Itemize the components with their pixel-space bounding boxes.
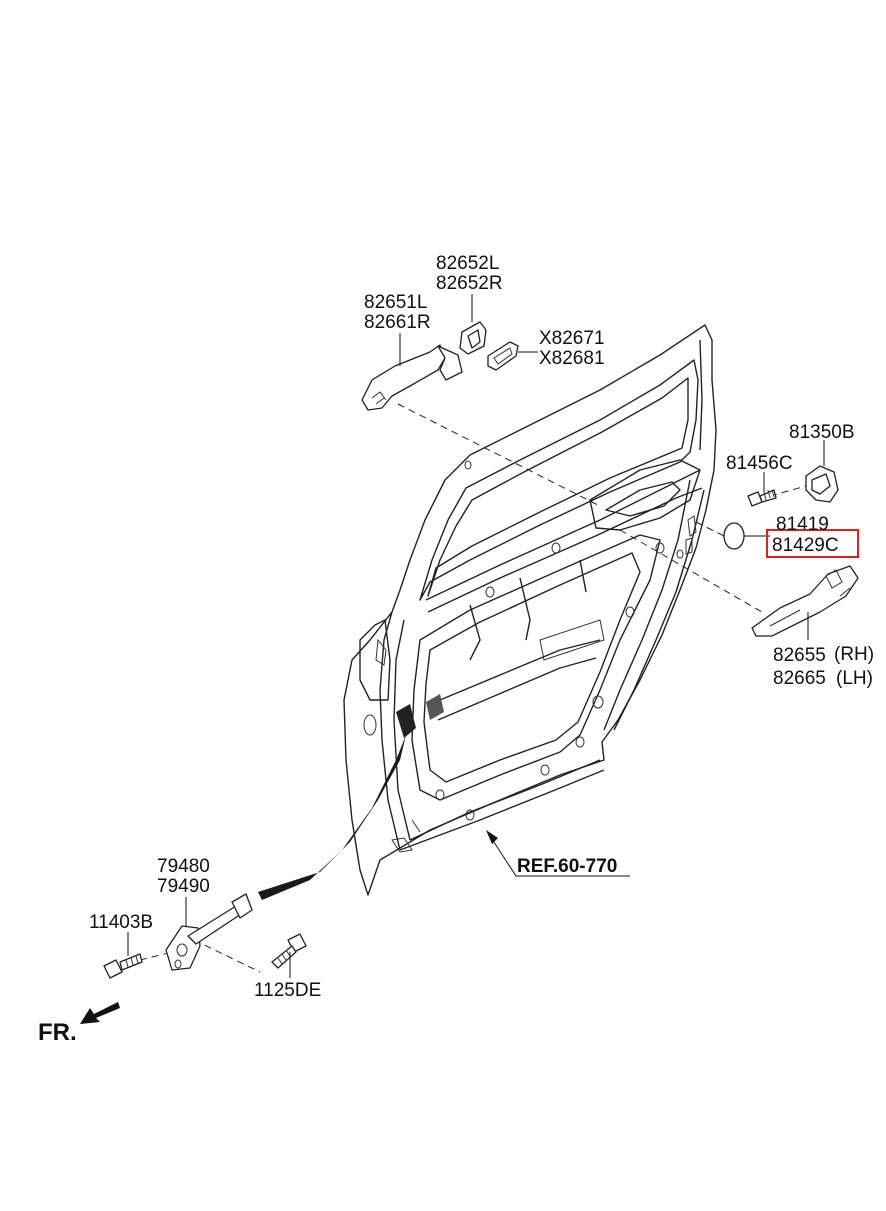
side-label-lh: (LH) [836, 668, 873, 689]
lock-cap-part [723, 522, 770, 550]
bolt-part [271, 933, 307, 978]
gasket-part [487, 341, 538, 371]
bolt-part [103, 932, 143, 979]
reference-arrow [486, 830, 630, 877]
reference-label: REF.60-770 [517, 856, 617, 877]
part-number-81419: 81419 [776, 514, 829, 535]
inside-handle-part [751, 565, 859, 640]
part-number-x82681: X82681 [539, 348, 605, 369]
part-number-81456c: 81456C [726, 453, 793, 474]
front-direction-arrow [80, 1002, 120, 1024]
part-number-82665: 82665 [773, 668, 826, 689]
part-labels: 82652L 82652R 82651L 82661R X82671 X8268… [38, 253, 874, 1046]
front-direction-label: FR. [38, 1019, 77, 1046]
part-number-11403b: 11403B [89, 912, 153, 933]
assembly-dashed-lines [139, 403, 807, 973]
part-number-81429c: 81429C [772, 535, 839, 556]
part-number-1125de: 1125DE [254, 980, 321, 1001]
part-number-81350b: 81350B [789, 422, 855, 443]
part-number-x82671: X82671 [539, 328, 605, 349]
screw-part [747, 472, 777, 507]
part-number-79490: 79490 [157, 876, 210, 897]
highlight-box [766, 529, 859, 558]
rear-door-panel [343, 324, 717, 896]
outside-handle-part [361, 333, 463, 411]
part-number-82655: 82655 [773, 645, 826, 666]
part-number-82661r: 82661R [364, 312, 431, 333]
part-number-79480: 79480 [157, 856, 210, 877]
part-number-82652l: 82652L [436, 253, 499, 274]
side-label-rh: (RH) [834, 644, 874, 665]
door-checker-part [165, 735, 406, 971]
striker-part [805, 440, 839, 503]
part-number-82652r: 82652R [436, 273, 503, 294]
part-number-82651l: 82651L [364, 292, 427, 313]
handle-cover-part [459, 294, 487, 355]
